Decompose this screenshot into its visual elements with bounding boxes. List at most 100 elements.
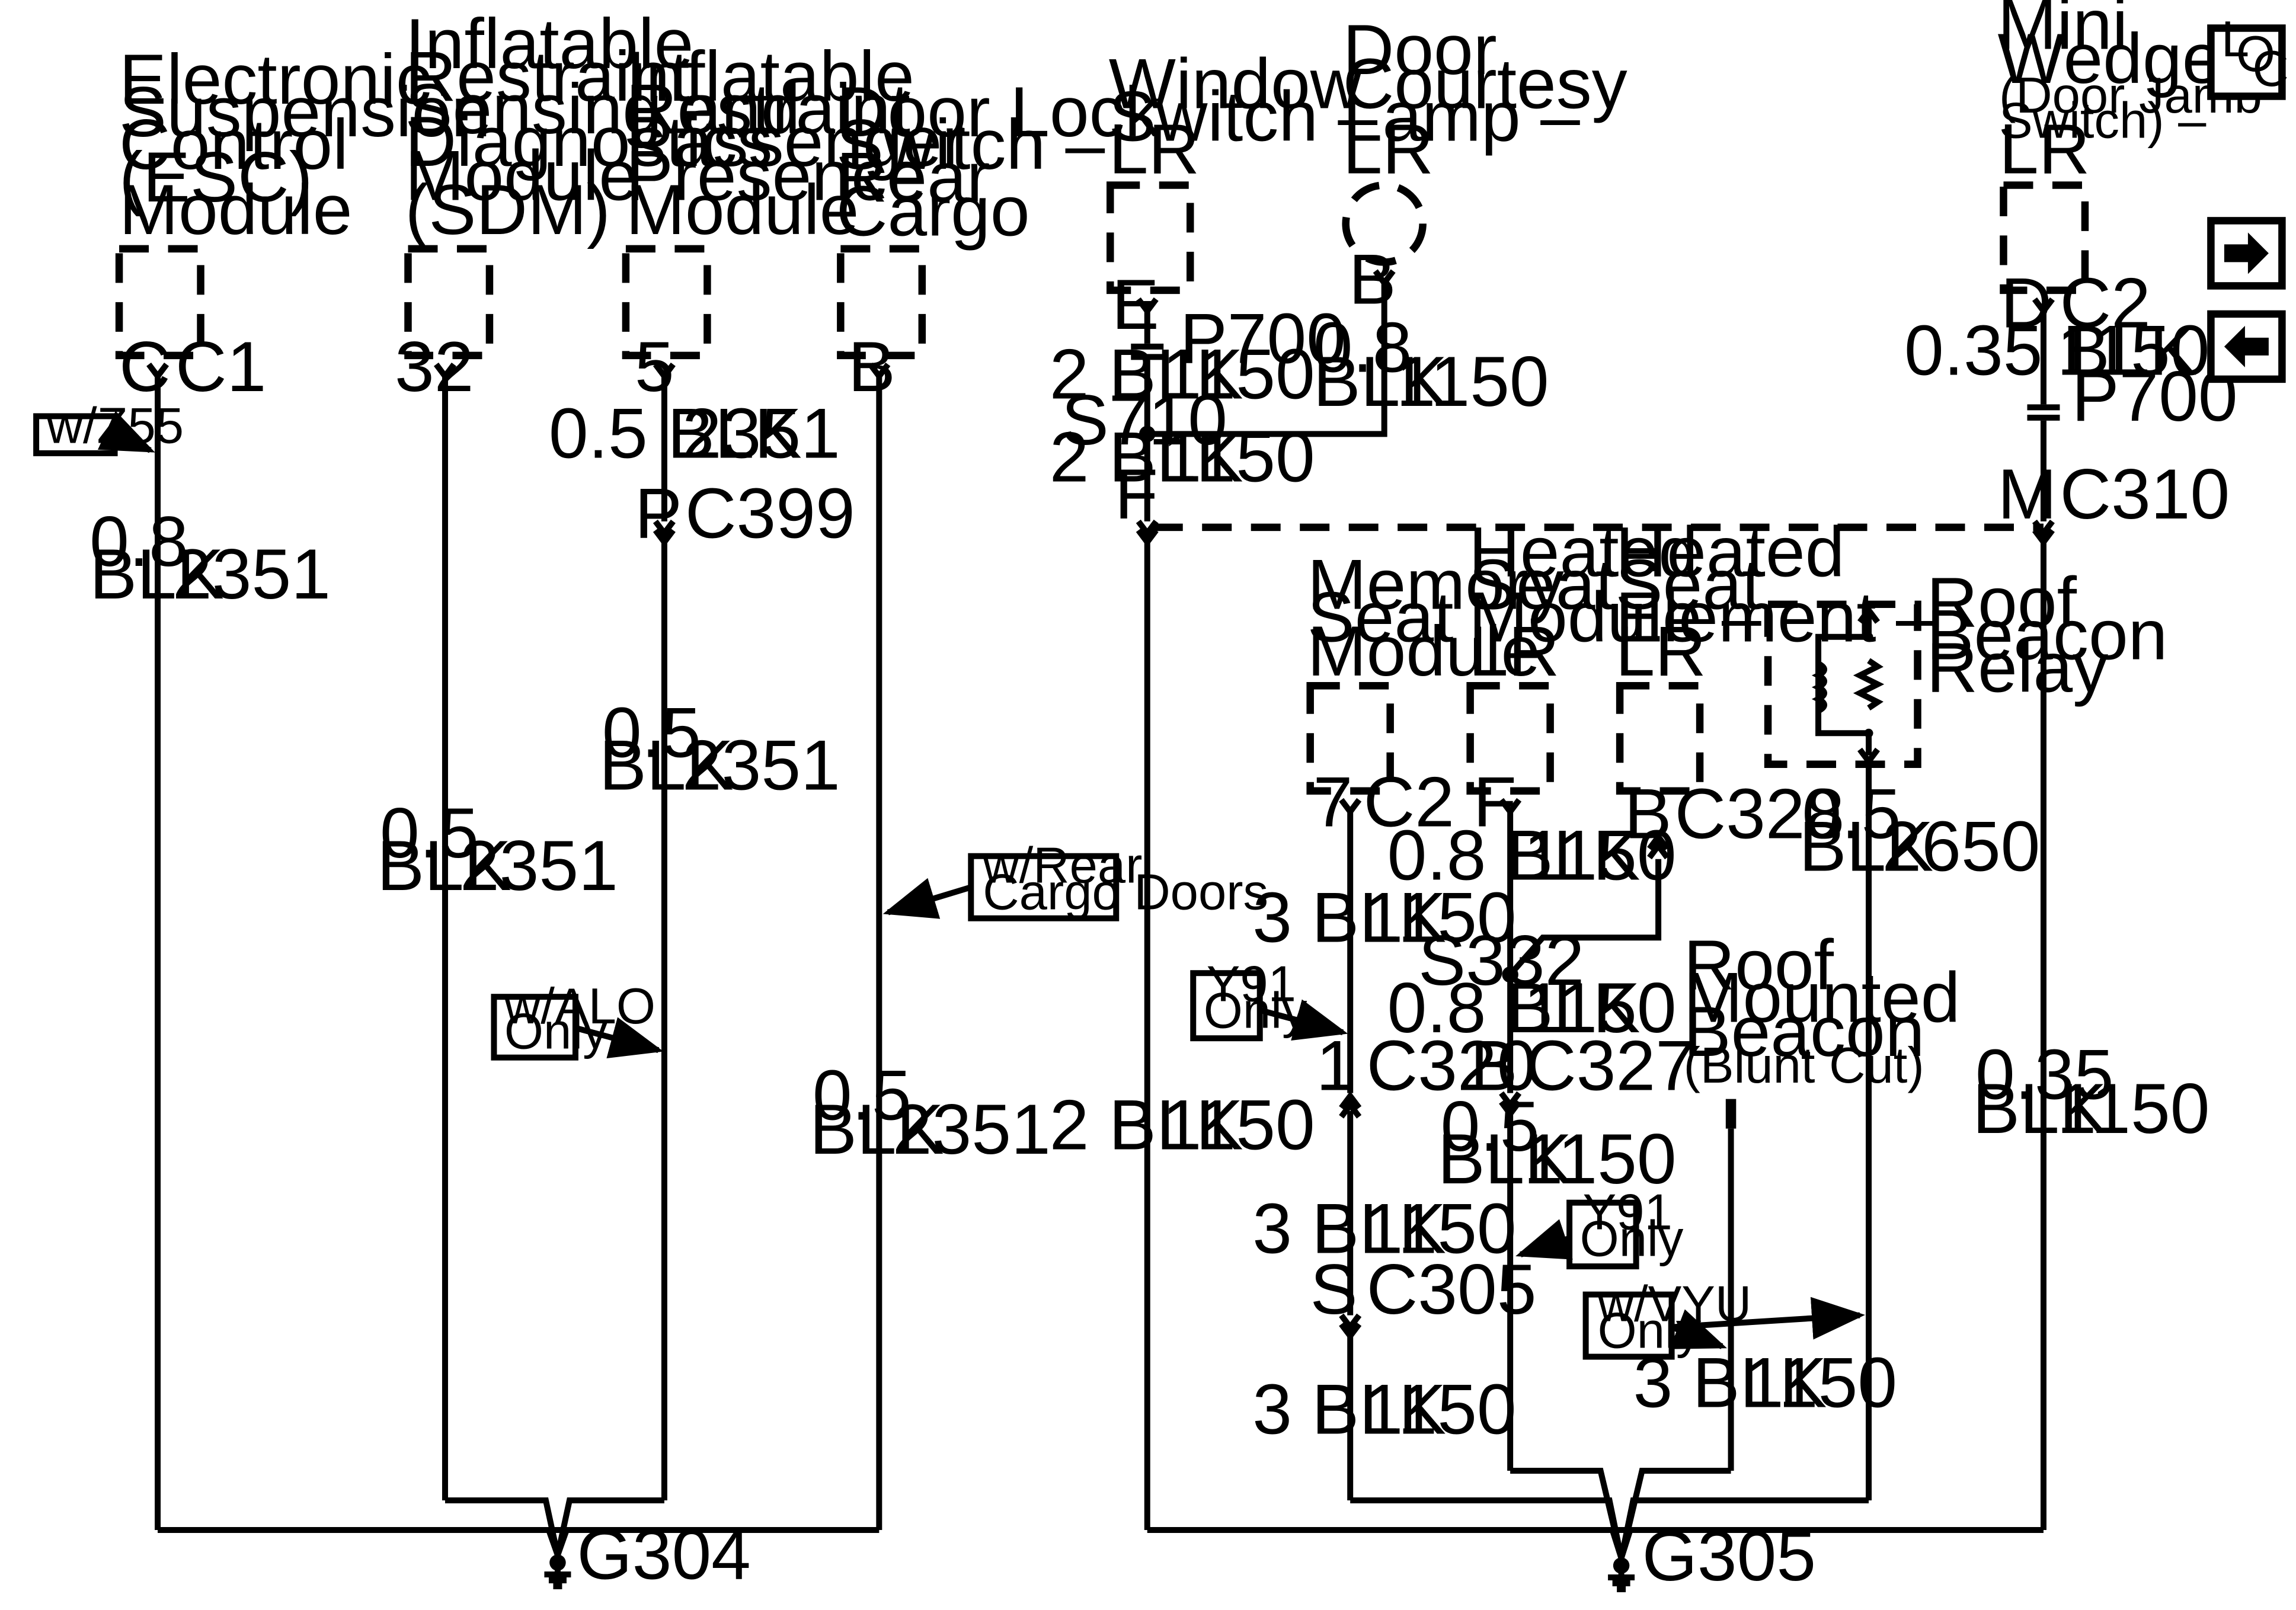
svg-text:Heated: Heated (1469, 512, 1698, 591)
svg-text:Door Lock: Door Lock (836, 72, 1161, 152)
sdm-wire-circuit: 2351 (460, 826, 618, 905)
esc-wire-size: 0.8 (89, 502, 188, 581)
svg-text:Switch –: Switch – (836, 105, 1105, 184)
note-y91-a-arrow (1259, 999, 1348, 1041)
esc-module-box (115, 245, 204, 360)
svg-text:C: C (2252, 41, 2288, 97)
svg-text:Presence: Presence (626, 136, 926, 215)
left-wires (155, 373, 882, 1557)
esc-module-label: Electronic Suspension Control (ESC) Modu… (119, 40, 491, 249)
next-page-button[interactable] (2207, 217, 2286, 290)
svg-text:Rear: Rear (836, 137, 990, 217)
memory-pin: 7 (1313, 763, 1353, 842)
c310-pin: M (1997, 454, 2057, 534)
svg-text:Y91: Y91 (1207, 956, 1296, 1013)
svg-text:Seat: Seat (1469, 545, 1615, 624)
p700-label: P700 (1180, 299, 1346, 378)
svg-text:Seat: Seat (1616, 545, 1762, 624)
lamp-wire-circuit: 1150 (1396, 342, 1549, 421)
c320-pin: 1 (1316, 1026, 1356, 1106)
s332-splice (1502, 966, 1518, 983)
hsm-wire-c-circuit: 1150 (1524, 1119, 1677, 1199)
svg-text:Module: Module (119, 170, 352, 249)
svg-text:LR: LR (1616, 612, 1706, 691)
g304-label: G304 (577, 1515, 750, 1595)
svg-text:Module: Module (626, 170, 859, 249)
esc-connector: C1 (175, 327, 266, 406)
arrow-left-icon (2224, 325, 2269, 367)
roof-beacon-relay-box (1764, 600, 1921, 769)
note-y91-b: Y91 Only (1566, 1185, 1684, 1270)
mini-wire-circuit: 1150 (2057, 311, 2209, 390)
location-button[interactable]: L O C (2207, 11, 2289, 100)
memory-connector: C2 (1364, 763, 1454, 842)
ippm-upper-wire: 0.5 BLK (549, 393, 802, 473)
svg-text:Cargo: Cargo (836, 171, 1030, 251)
roof-beacon-label: Roof Mounted Beacon (Blunt Cut) (1684, 926, 1961, 1094)
memory-seat-label: Memory Seat Module (1307, 545, 1564, 690)
right-wires (1144, 280, 2046, 1560)
hsm-wire-b: 0.8 BLK (1387, 968, 1641, 1048)
svg-text:Beacon: Beacon (1684, 992, 1925, 1071)
svg-text:Control: Control (119, 105, 348, 184)
hsm-wire-a-circuit: 1150 (1524, 816, 1677, 895)
door-wire-color: BLK (810, 1090, 944, 1169)
previous-page-button[interactable] (2207, 310, 2286, 383)
roof-beacon-relay-label: Roof Beacon Relay (1927, 562, 2168, 707)
s710-label: S710 (1061, 380, 1227, 460)
svg-text:(SDM): (SDM) (405, 170, 610, 249)
svg-text:LR: LR (1343, 109, 1434, 188)
c305-connector-symbol (1339, 1313, 1362, 1341)
ippm-pin: 5 (635, 327, 674, 406)
svg-text:Restraint: Restraint (626, 69, 910, 149)
beacon-wire-circuit: 1150 (1744, 1343, 1897, 1423)
door-wire-circuit: 2351 (893, 1090, 1051, 1169)
svg-text:Memory: Memory (1307, 545, 1564, 624)
svg-text:O: O (2236, 26, 2275, 82)
c399-connector-symbol (653, 519, 676, 548)
hsm-wire-c-color: BLK (1438, 1119, 1572, 1199)
heated-seat-module-label: Heated Seat Module – LR (1469, 512, 1761, 690)
note-alo: w/ALO Only (491, 978, 655, 1061)
svg-text:Switch) –: Switch) – (1999, 92, 2207, 149)
svg-text:L: L (2221, 11, 2249, 68)
window-upper-wire: 2 BLK (1050, 334, 1243, 414)
c327-connector-symbol (1499, 1091, 1522, 1119)
svg-text:Roof: Roof (1684, 926, 1834, 1005)
svg-text:Electronic: Electronic (119, 40, 431, 119)
memory-seat-box (1306, 682, 1394, 795)
sdm-box (404, 245, 494, 360)
memory-wire-a: 3 BLK (1252, 878, 1446, 958)
svg-text:Switch –: Switch – (1109, 76, 1378, 156)
note-z55-arrow (97, 411, 155, 453)
svg-text:w/Rear: w/Rear (982, 838, 1142, 894)
svg-text:Door: Door (1343, 10, 1497, 89)
svg-text:(ESC): (ESC) (119, 137, 313, 217)
svg-text:LR: LR (1999, 109, 2090, 188)
s710-splice (1139, 425, 1156, 443)
window-switch-label: Window Switch – LR (1109, 44, 1378, 188)
mini-wedge-box (2000, 181, 2089, 295)
note-alo-arrow (574, 1017, 664, 1058)
svg-text:Module –: Module – (1469, 577, 1761, 657)
g305-label: G305 (1642, 1516, 1816, 1596)
lamp-wire-size: 0.8 (1313, 308, 1412, 387)
note-z55: w/Z55 (33, 398, 184, 456)
svg-text:Only: Only (1204, 983, 1307, 1039)
window-switch-box (1107, 181, 1194, 295)
svg-text:Cargo Doors: Cargo Doors (983, 865, 1268, 921)
g305-ground-icon (1608, 1557, 1635, 1593)
svg-text:Restraint: Restraint (405, 37, 689, 116)
sdm-label: Inflatable Restraint Sensing and Diagnos… (405, 4, 800, 249)
mini-wedge-label: Mini Wedge (Door Jamb Switch) – LR (1997, 0, 2262, 188)
hse-connector: C328 (1675, 774, 1845, 854)
hse-pin: B (1625, 774, 1672, 854)
lamp-wire-color: BLK (1313, 342, 1448, 421)
relay-wire-size: 0.5 (1802, 774, 1901, 854)
window-lower-wire: 2 BLK (1050, 417, 1243, 497)
sdm-pin: 32 (395, 327, 474, 406)
courtesy-lamp-label: Door Courtesy Lamp – LR (1343, 10, 1627, 188)
relay-wire-color: BLK (1799, 807, 1934, 886)
note-y91-a: Y91 Only (1190, 956, 1307, 1042)
svg-text:Mini: Mini (1997, 0, 2128, 64)
